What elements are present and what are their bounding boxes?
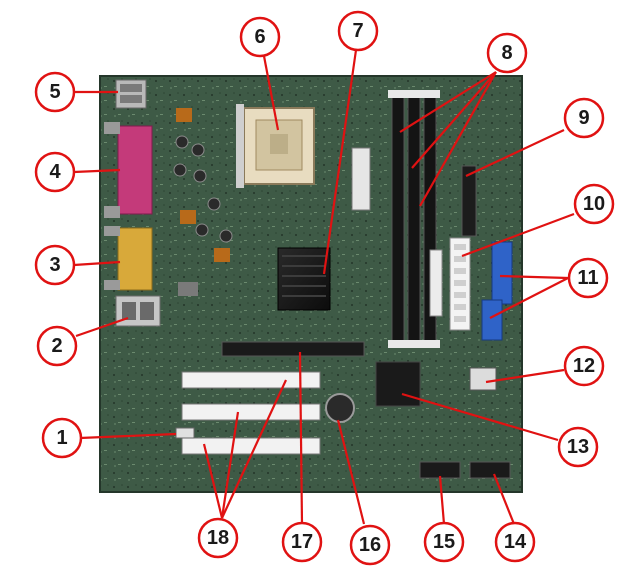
leader-11b [489,277,569,319]
callout-12: 12 [563,345,605,387]
leader-17 [298,351,304,525]
svg-text:3: 3 [49,254,60,276]
leader-12 [485,368,565,384]
callout-7: 7 [337,10,379,52]
callout-13: 13 [557,426,599,468]
svg-text:11: 11 [577,267,598,289]
agp-slot [221,341,365,357]
ide-connectors [481,241,513,341]
callouts: 5 4 3 2 1 6 7 8 [34,10,615,566]
svg-text:15: 15 [433,531,455,553]
svg-text:7: 7 [352,20,363,42]
memory-slots [388,90,440,348]
svg-text:10: 10 [583,193,605,215]
callout-6: 6 [239,16,281,58]
leader-15 [438,475,446,525]
callout-9: 9 [563,97,605,139]
cpu-socket [236,104,315,188]
svg-text:17: 17 [291,531,313,553]
svg-text:18: 18 [207,527,229,549]
svg-text:2: 2 [51,335,62,357]
vga-port [104,226,153,291]
svg-text:9: 9 [578,107,589,129]
southbridge-chip [375,361,421,407]
leader-8b [411,71,497,169]
leader-18c [221,379,287,519]
floppy-connector [461,165,477,237]
svg-text:14: 14 [504,531,527,553]
callout-11: 11 [567,257,609,299]
leader-18a [202,443,224,519]
callout-17: 17 [281,521,323,563]
callout-5: 5 [34,71,76,113]
leader-8c [419,71,497,207]
leader-8a [399,71,497,133]
leader-2 [75,316,129,338]
svg-text:5: 5 [49,81,60,103]
pcb-board-edge [99,75,523,493]
leader-14 [492,473,516,525]
leader-9 [465,129,565,177]
rear-usb-ports [115,79,147,109]
callout-3: 3 [34,244,76,286]
leader-6 [262,55,280,131]
cmos-battery [325,393,355,423]
leader-10 [461,212,575,258]
leader-4 [73,168,121,174]
leader-13 [401,392,559,442]
svg-text:13: 13 [567,436,589,458]
callout-14: 14 [494,521,536,563]
callout-15: 15 [423,521,465,563]
callout-2: 2 [36,325,78,367]
cmos-chip [469,367,497,391]
bios-chip [351,147,371,211]
leader-7 [322,49,358,275]
callout-10: 10 [573,183,615,225]
svg-text:4: 4 [49,161,61,183]
motherboard [99,75,523,493]
callout-16: 16 [349,524,391,566]
leader-18b [220,411,240,519]
svg-text:12: 12 [573,355,595,377]
svg-text:6: 6 [254,26,265,48]
pci-slots [181,371,321,455]
leader-1 [79,432,177,440]
network-port [115,295,161,327]
callout-1: 1 [41,417,83,459]
audio-header [175,427,195,439]
svg-text:8: 8 [501,42,512,64]
leader-16 [336,419,366,525]
leader-lines [73,49,575,525]
svg-text:16: 16 [359,534,381,556]
chipset-heatsink [277,247,331,311]
vrm-capacitors [173,108,233,296]
leader-3 [73,260,121,267]
atx-power-connector [429,237,471,331]
callout-18: 18 [197,517,239,559]
leader-11a [499,274,569,280]
svg-text:1: 1 [56,427,67,449]
callout-8: 8 [486,32,528,74]
callout-4: 4 [34,151,76,193]
